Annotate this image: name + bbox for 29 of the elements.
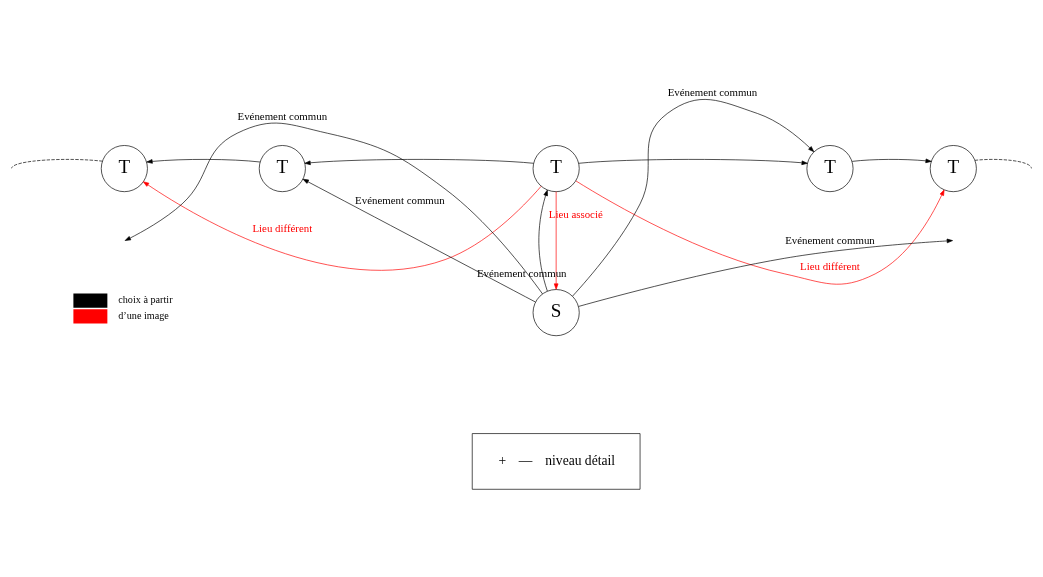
arrow [578, 159, 808, 165]
node-circle: S [532, 289, 580, 337]
edge-label: Evénement commun [667, 86, 758, 99]
edge-label: Lieu différent [252, 222, 313, 235]
edge-label: Lieu différent [800, 260, 860, 273]
node-circle: T [532, 145, 580, 192]
edge-label: Evénement commun [355, 193, 445, 206]
arrow [304, 159, 534, 166]
arrow [575, 180, 945, 285]
legend-label: choix à partir [118, 294, 173, 306]
connector [974, 159, 1032, 169]
edge-label: Evénement commun [476, 267, 567, 280]
edge-label: Lieu associé [548, 207, 603, 220]
arrow [572, 99, 815, 297]
arrow [124, 122, 543, 295]
arrow [553, 191, 559, 290]
node-box: + — niveau détail [471, 433, 641, 490]
arrow [302, 178, 536, 303]
connector [11, 159, 103, 169]
edge-label: Evénement commun [237, 110, 328, 123]
legend-label: d’une image [118, 309, 169, 321]
arrow [578, 238, 953, 307]
arrow [143, 181, 542, 271]
arrow [146, 159, 261, 164]
node-circle: T [929, 145, 977, 192]
edge-label: Evénement commun [785, 233, 875, 246]
node-circle: T [258, 145, 306, 192]
arrow [538, 189, 548, 292]
arrow [851, 158, 932, 164]
